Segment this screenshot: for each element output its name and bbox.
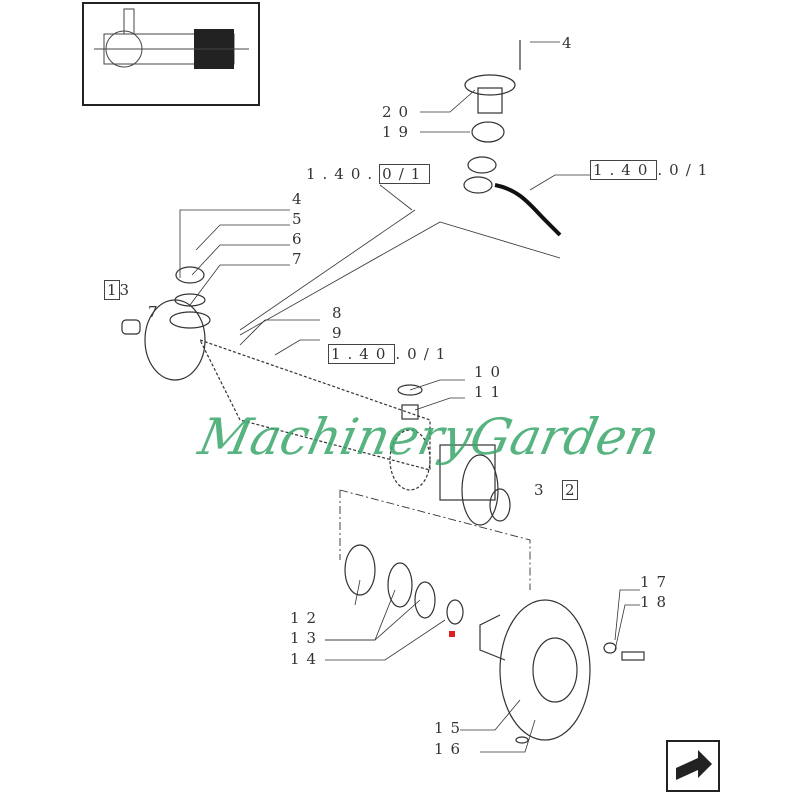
label-13: 13 [290,629,324,647]
axle-housing [198,338,431,491]
ref-link-a-prefix: 1.40. [306,165,380,183]
label-12: 12 [290,609,324,627]
left-steering-knuckle [121,266,211,381]
ref-link-c[interactable]: 1.40.0/1 [328,344,453,364]
overview-thumbnail[interactable] [82,2,260,106]
wheel-hub [479,599,645,744]
label-14: 14 [290,650,324,668]
dashed-outline [339,489,531,590]
ref-link-b[interactable]: 1.40.0/1 [590,160,715,180]
right-steering-knuckle [397,384,511,526]
label-16: 16 [434,740,468,758]
sensor-assembly [463,40,562,237]
label-10: 10 [474,363,508,381]
ref-link-c-suffix: .0/1 [395,345,453,363]
ref-link-a-box: 0/1 [379,164,431,184]
label-2: 2 [562,480,578,500]
label-15: 15 [434,719,468,737]
marker [449,631,455,637]
label-17: 17 [640,573,674,591]
label-6: 6 [292,230,309,248]
label-4: 4 [292,190,309,208]
label-19: 19 [382,123,416,141]
label-3: 3 [534,481,551,499]
ref-link-b-box: 1.40 [590,160,658,180]
label-18: 18 [640,593,674,611]
label-20: 20 [382,103,416,121]
label-7: 7 [292,250,309,268]
label-13-left-box: 1 [104,280,120,300]
ref-link-a[interactable]: 1.40.0/1 [306,164,431,184]
label-5: 5 [292,210,309,228]
leader-lines [179,41,640,753]
axle-overview-icon [94,8,249,69]
label-13-left-number: 3 [119,281,137,299]
label-2-box: 2 [562,480,578,500]
label-9: 9 [332,324,349,342]
arrow-icon [676,750,712,780]
ref-link-c-box: 1.40 [328,344,396,364]
next-page-button[interactable] [666,740,720,792]
watermark: MachineryGarden [193,408,665,466]
label-8: 8 [332,304,349,322]
hub-bearings [344,544,464,625]
ref-link-b-suffix: .0/1 [657,161,715,179]
label-7-left: 7 [148,303,165,321]
label-4-top: 4 [562,34,579,52]
label-11: 11 [474,383,508,401]
